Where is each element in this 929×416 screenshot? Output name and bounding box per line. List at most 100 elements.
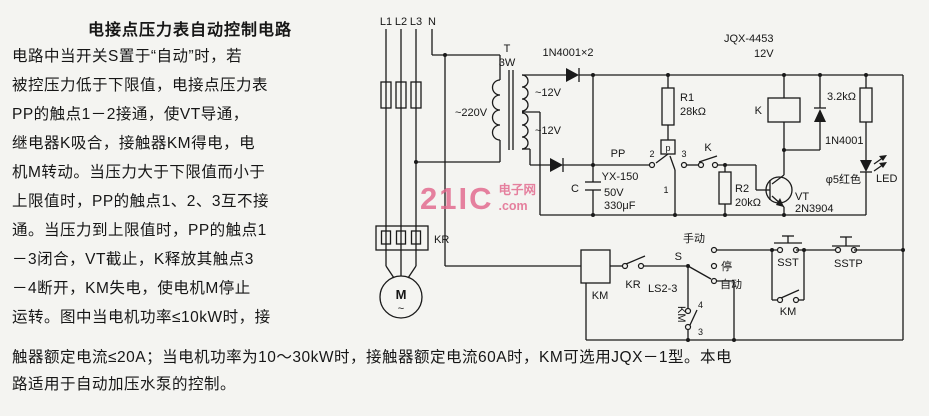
secondary-voltage-2: ~12V	[535, 125, 562, 137]
r2-label: R2	[735, 183, 749, 195]
switch-pos-stop	[710, 262, 718, 270]
description-line: 通。当压力到上限值时，PP的触点1	[12, 222, 267, 239]
led-icon	[860, 160, 872, 172]
description-line: PP的触点1－2接通，使VT导通，	[12, 106, 249, 123]
fuse-icon	[410, 81, 422, 109]
contact-num-3: 3	[698, 327, 703, 337]
secondary-voltage-1: ~12V	[535, 87, 562, 99]
flyback-label: 1N4001	[825, 135, 864, 147]
motor-label: M	[396, 287, 407, 302]
km-coil-label: KM	[592, 290, 609, 302]
switch-manual-label: 手动	[683, 231, 705, 245]
diode-icon	[814, 109, 826, 122]
fuse-icon	[395, 81, 407, 109]
pp-label: PP	[611, 148, 626, 160]
pp-model: YX-150	[602, 171, 639, 183]
auto-branch	[586, 280, 903, 342]
start-button-label: SST	[777, 257, 799, 269]
description-line: －4断开，KM失电，使电机M停止	[12, 280, 251, 297]
motor-ac-symbol: ~	[398, 303, 404, 315]
transistor-vt: VT 2N3904	[755, 165, 834, 217]
kr-aux-contact: KR	[621, 255, 686, 291]
relay-model: JQX-4453 12V	[724, 33, 774, 60]
km-contact-label: KM	[675, 306, 687, 323]
pp-terminal-3: 3	[681, 149, 686, 159]
switch-model: LS2-3	[648, 283, 677, 295]
vt-model: 2N3904	[795, 203, 834, 215]
flyback-diode: 1N4001	[782, 73, 864, 152]
r2-value: 20kΩ	[735, 197, 761, 209]
description-line: 上限值时，PP的触点1、2、3互不接	[12, 193, 270, 210]
description-line: 被控压力低于下限值，电接点压力表	[12, 77, 269, 94]
footer-line: 路适用于自动加压水泵的控制。	[12, 376, 237, 393]
led-label: LED	[876, 173, 897, 185]
footer-line: 触器额定电流≤20A；当电机功率为10～30kW时，接触器额定电流60A时，KM…	[12, 349, 733, 366]
switch-label: S	[675, 251, 682, 263]
relay-voltage-label: 12V	[754, 48, 774, 60]
pp-terminal-2: 2	[649, 149, 654, 159]
cap-voltage: 50V	[604, 187, 624, 199]
motor: M ~	[379, 275, 423, 319]
footer-paragraph: 触器额定电流≤20A；当电机功率为10～30kW时，接触器额定电流60A时，KM…	[12, 344, 920, 398]
vt-label: VT	[795, 191, 809, 203]
km-contact-vertical: KM 4 3	[675, 266, 703, 342]
led-spec: φ5红色	[826, 172, 861, 186]
manual-control-row: SST KM SSTP	[716, 235, 905, 318]
k-contact-terminal	[697, 161, 705, 169]
description-paragraph: 电路中当开关S置于“自动”时，若 被控压力低于下限值，电接点压力表 PP的触点1…	[12, 42, 374, 332]
led-arrow-icon	[879, 162, 887, 168]
transformer: T 3W ~220V ~12V ~12V	[414, 43, 566, 266]
resistor-r2: R2 20kΩ	[718, 163, 761, 217]
led-branch: 3.2kΩ φ5红色 LED	[826, 73, 897, 215]
emitter-arrow-icon	[776, 198, 784, 207]
phase-label-l2: L2	[395, 16, 407, 28]
cap-label: C	[571, 183, 579, 195]
thermal-relay-kr: KR	[375, 225, 449, 251]
switch-pos-auto	[710, 277, 718, 285]
description-line: 机M转动。当压力大于下限值而小于	[12, 164, 266, 181]
switch-auto-label: 自动	[720, 278, 742, 291]
fuse-icon	[380, 81, 392, 109]
pp-terminal-1: 1	[663, 185, 668, 195]
contactor-coil-km: KM	[445, 249, 622, 340]
page-title: 电接点压力表自动控制电路	[87, 22, 292, 39]
phase-label-l1: L1	[380, 16, 392, 28]
neutral-label: N	[428, 16, 436, 28]
description-line: 运转。图中当电机功率≤10kW时，接	[12, 309, 271, 326]
km-hold-label: KM	[780, 306, 797, 318]
diode-icon	[550, 158, 563, 172]
led-arrow-icon	[879, 155, 887, 161]
switch-stop-label: 停	[721, 259, 732, 273]
pp-contact-3	[680, 161, 688, 169]
kr-main-label: KR	[434, 234, 449, 246]
rectifier-diodes: 1N4001×2	[542, 47, 595, 172]
transformer-label: T	[504, 43, 511, 55]
cap-value: 330μF	[604, 200, 636, 212]
rectifier-label: 1N4001×2	[542, 47, 593, 59]
relay-coil-k: K	[755, 73, 801, 175]
pp-pointer-label: p	[665, 143, 670, 153]
primary-voltage: ~220V	[455, 107, 488, 119]
k-coil-label: K	[755, 105, 763, 117]
circuit-diagram: L1 L2 L3 N KR M ~	[368, 10, 928, 355]
description-line: －3闭合，VT截止，K释放其触点3	[12, 251, 254, 268]
relay-model-label: JQX-4453	[724, 33, 774, 45]
circuit-svg: L1 L2 L3 N KR M ~	[375, 16, 905, 342]
r1-label: R1	[680, 92, 694, 104]
phase-label-l3: L3	[410, 16, 422, 28]
fuses	[380, 81, 422, 109]
selector-switch-s: 手动 停 自动 S LS2-3	[648, 231, 742, 295]
led-resistor-value: 3.2kΩ	[827, 91, 856, 103]
capacitor-c: C 50V 330μF	[571, 165, 636, 217]
pressure-gauge-pp: PP YX-150 p 2 3 1 K	[593, 139, 756, 217]
transformer-power: 3W	[499, 57, 516, 69]
k-contact-terminal	[711, 161, 719, 169]
switch-pos-manual	[710, 246, 718, 254]
resistor-r1: R1 28kΩ	[661, 73, 706, 140]
description-line: 继电器K吸合，接触器KM得电，电	[12, 135, 256, 152]
stop-button-label: SSTP	[834, 258, 863, 270]
diode-icon	[566, 68, 579, 82]
description-line: 电路中当开关S置于“自动”时，若	[12, 48, 243, 65]
kr-aux-label: KR	[625, 279, 640, 291]
contact-num-4: 4	[698, 300, 703, 310]
